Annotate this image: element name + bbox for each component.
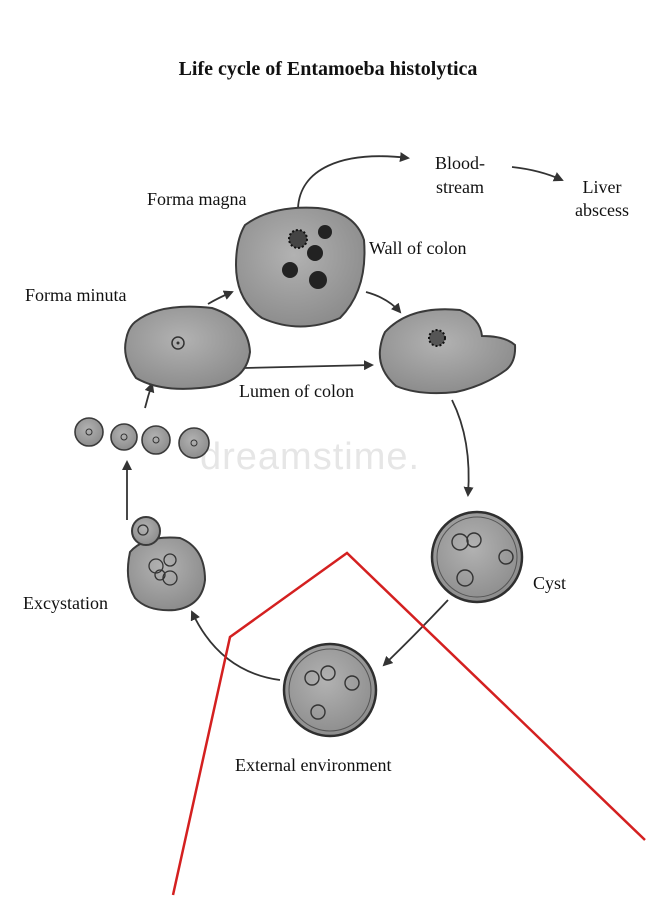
lumen-cell <box>378 308 517 395</box>
label-excystation: Excystation <box>23 593 108 613</box>
label-cyst: Cyst <box>533 573 567 593</box>
arrow-magna-to-bloodstream <box>297 152 410 209</box>
label-bloodstream-line1: Blood- <box>434 153 485 173</box>
arrow-small-to-minuta <box>144 382 155 409</box>
label-forma-minuta: Forma minuta <box>25 285 127 305</box>
watermark: dreamstime. <box>200 436 421 478</box>
cyst-cell <box>430 510 524 604</box>
arrow-minuta-to-magna <box>207 290 234 305</box>
diagram-title: Life cycle of Entamoeba histolytica <box>178 58 478 80</box>
label-wall-of-colon: Wall of colon <box>369 238 467 258</box>
label-forma-magna: Forma magna <box>147 189 247 209</box>
arrow-external-to-excystation <box>190 610 281 681</box>
arrow-cyst-to-external <box>382 599 449 667</box>
excystation-cell <box>126 516 207 612</box>
forma-magna-cell <box>234 206 366 328</box>
forma-minuta-cell <box>124 305 252 390</box>
label-lumen-of-colon: Lumen of colon <box>239 381 354 401</box>
cycle-arrows <box>122 152 564 681</box>
arrow-lumen-to-cyst <box>451 399 474 497</box>
label-liver-line2: abscess <box>575 200 629 220</box>
external-environment-cyst <box>282 642 378 738</box>
arrow-minuta-to-lumen <box>243 360 374 371</box>
arrow-bloodstream-to-liver <box>511 166 564 182</box>
small-minuta-forms <box>74 417 210 459</box>
label-bloodstream-line2: stream <box>436 177 484 197</box>
label-external-environment: External environment <box>235 755 392 775</box>
label-liver-line1: Liver <box>582 177 622 197</box>
red-annotation-line <box>171 551 646 896</box>
arrow-magna-to-lumen <box>365 291 402 314</box>
